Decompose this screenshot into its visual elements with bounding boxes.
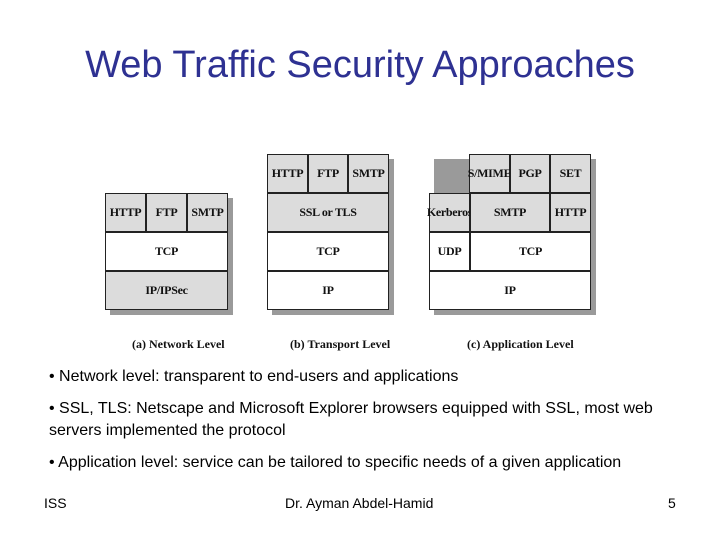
application-http-cell: HTTP [550, 193, 591, 232]
page-number: 5 [668, 495, 676, 511]
transport-http-cell: HTTP [267, 154, 308, 193]
application-pgp-cell: PGP [510, 154, 550, 193]
network-ftp-cell: FTP [146, 193, 187, 232]
application-smime-cell: S/MIME [468, 154, 512, 193]
network-ipsec-cell: IP/IPSec [105, 271, 228, 310]
network-http-cell: HTTP [105, 193, 146, 232]
bullet-network-level: • Network level: transparent to end-user… [49, 368, 459, 385]
transport-level-caption: (b) Transport Level [290, 337, 391, 351]
transport-ftp-cell: FTP [308, 154, 348, 193]
footer-course: ISS [44, 495, 67, 511]
network-smtp-cell: SMTP [187, 193, 228, 232]
application-tcp-cell: TCP [470, 232, 591, 271]
slide-title: Web Traffic Security Approaches [85, 44, 635, 86]
application-udp-cell: UDP [429, 232, 470, 271]
network-level-caption: (a) Network Level [132, 337, 225, 351]
transport-ip-cell: IP [267, 271, 389, 310]
transport-smtp-cell: SMTP [348, 154, 389, 193]
transport-ssl-tls-cell: SSL or TLS [267, 193, 389, 232]
transport-tcp-cell: TCP [267, 232, 389, 271]
footer-author: Dr. Ayman Abdel-Hamid [285, 495, 434, 511]
application-ip-cell: IP [429, 271, 591, 310]
network-tcp-cell: TCP [105, 232, 228, 271]
bullet-ssl-tls: • SSL, TLS: Netscape and Microsoft Explo… [49, 400, 653, 439]
application-set-cell: SET [550, 154, 591, 193]
application-smtp-cell: SMTP [470, 193, 550, 232]
application-kerberos-cell: Kerberos [427, 193, 472, 232]
bullet-application-level: • Application level: service can be tail… [49, 454, 622, 471]
application-level-caption: (c) Application Level [467, 337, 574, 351]
